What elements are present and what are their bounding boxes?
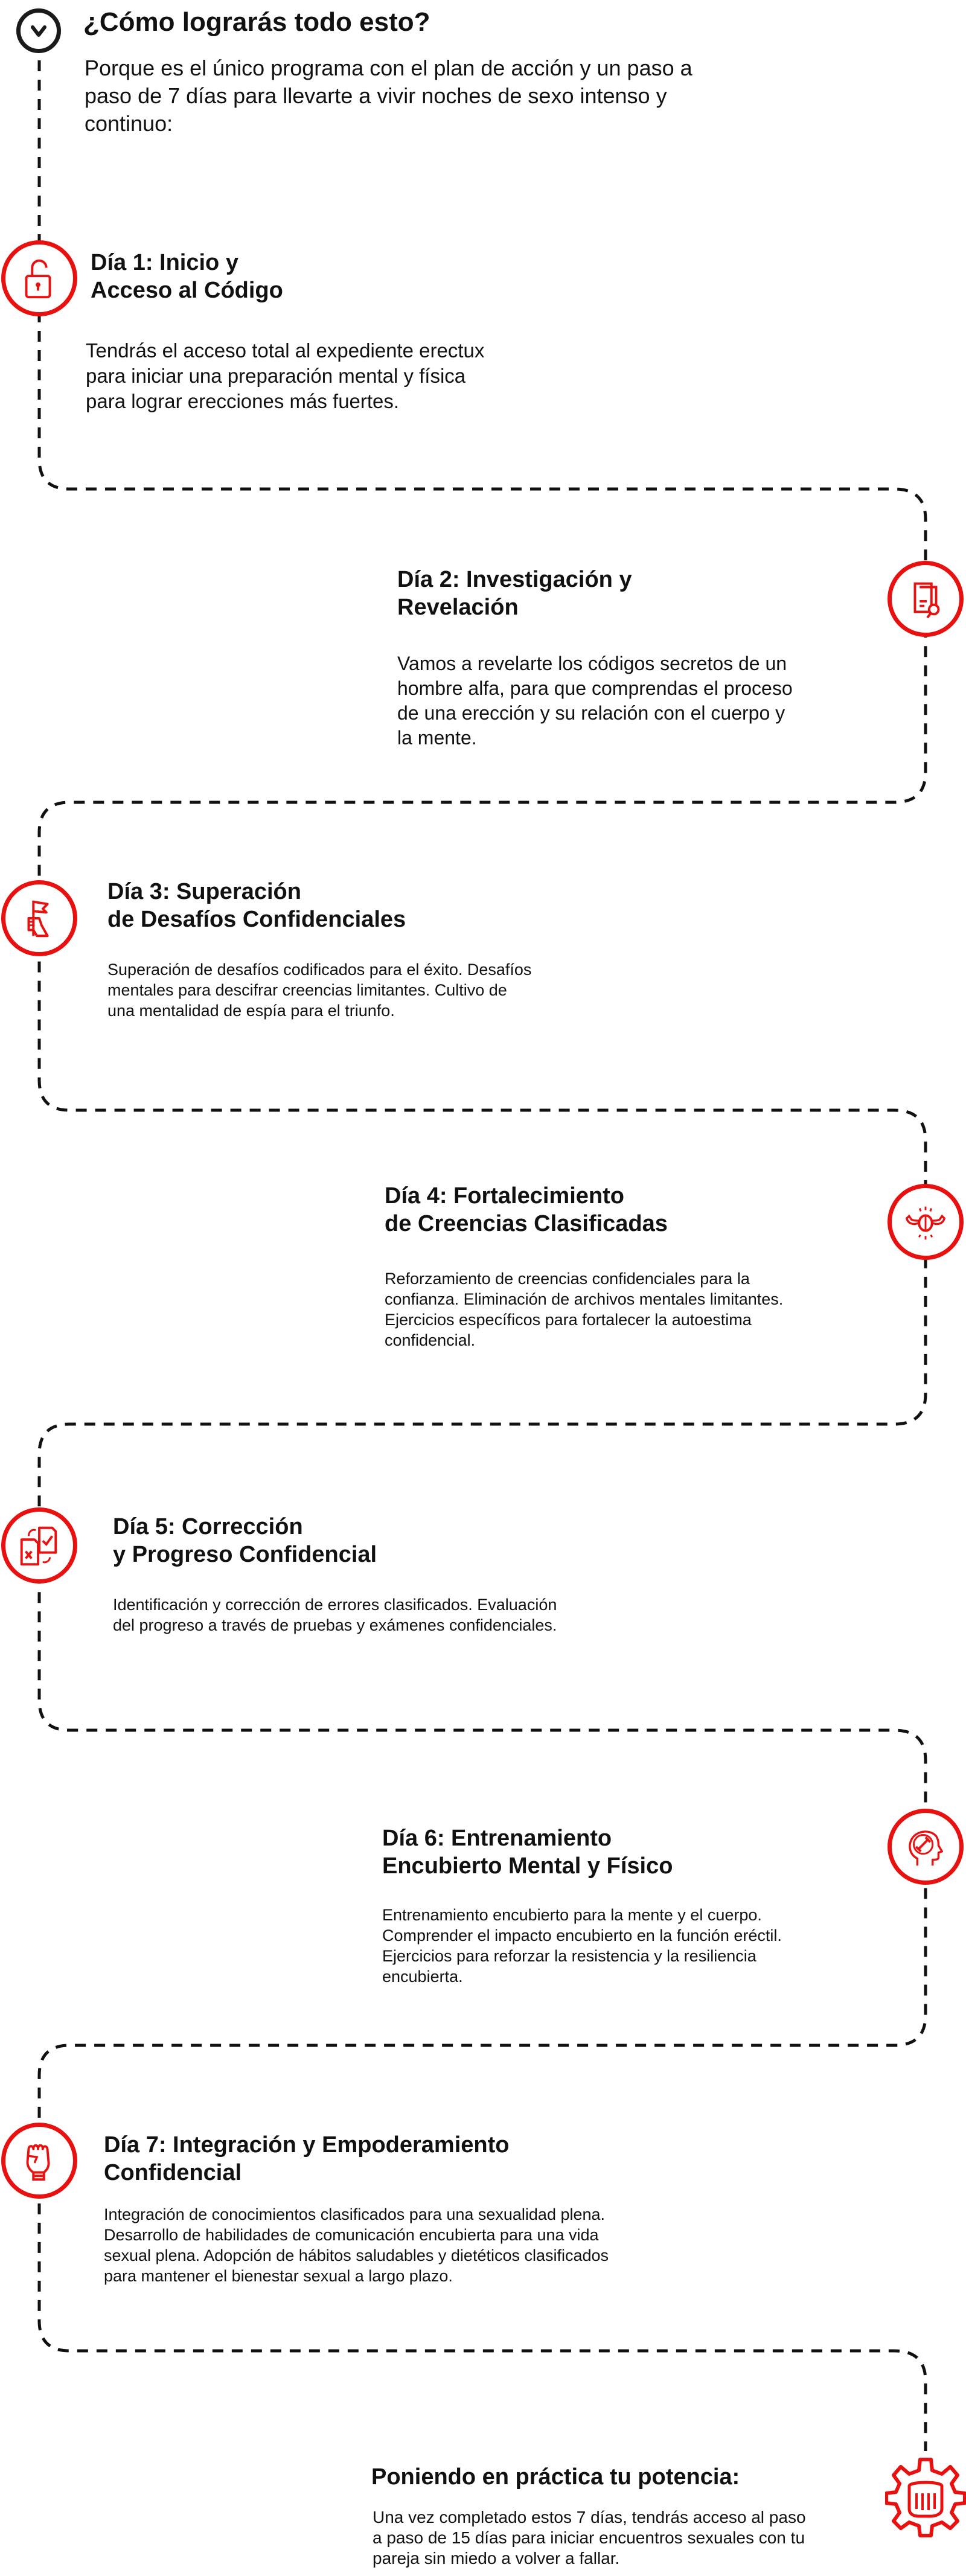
step-4-title: Día 4: Fortalecimiento de Creencias Clas… bbox=[385, 1183, 668, 1236]
step-5-title: Día 5: Corrección y Progreso Confidencia… bbox=[113, 1514, 377, 1567]
section-intro: Porque es el único programa con el plan … bbox=[85, 56, 693, 136]
lock-icon bbox=[1, 240, 77, 316]
step-1-title: Día 1: Inicio y Acceso al Código bbox=[91, 250, 283, 303]
chevron-down-icon[interactable] bbox=[16, 8, 61, 53]
brain-muscle-icon bbox=[888, 1184, 964, 1260]
step-6-text: Entrenamiento encubierto para la mente y… bbox=[382, 1906, 782, 1986]
step-6-title: Día 6: Entrenamiento Encubierto Mental y… bbox=[382, 1826, 673, 1879]
step-7-title: Día 7: Integración y Empoderamiento Conf… bbox=[104, 2132, 510, 2185]
step-5-text: Identificación y corrección de errores c… bbox=[113, 1596, 557, 1634]
gear-fist-icon bbox=[884, 2457, 966, 2538]
step-2-title: Día 2: Investigación y Revelación bbox=[397, 567, 632, 620]
section-title: ¿Cómo lograrás todo esto? bbox=[83, 7, 430, 37]
step-4-text: Reforzamiento de creencias confidenciale… bbox=[385, 1270, 784, 1349]
document-search-icon bbox=[888, 561, 964, 637]
head-dumbbell-icon bbox=[888, 1809, 964, 1885]
documents-check-icon bbox=[1, 1507, 77, 1584]
final-title: Poniendo en práctica tu potencia: bbox=[371, 2464, 740, 2490]
step-3-title: Día 3: Superación de Desafíos Confidenci… bbox=[107, 879, 406, 932]
final-text: Una vez completado estos 7 días, tendrás… bbox=[373, 2508, 806, 2568]
step-2-text: Vamos a revelarte los códigos secretos d… bbox=[397, 653, 793, 749]
step-3-text: Superación de desafíos codificados para … bbox=[107, 960, 532, 1020]
step-7-text: Integración de conocimientos clasificado… bbox=[104, 2205, 609, 2285]
hand-flag-icon bbox=[1, 880, 77, 956]
step-1-text: Tendrás el acceso total al expediente er… bbox=[86, 339, 485, 412]
fist-icon bbox=[1, 2123, 77, 2199]
